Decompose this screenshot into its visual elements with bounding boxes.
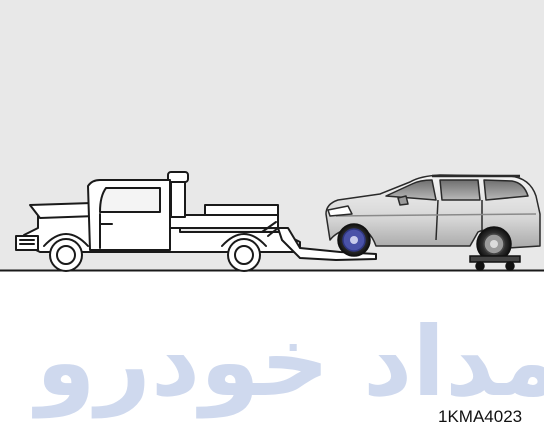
svg-text:مداد خودرو فارس: مداد خودرو فارس	[0, 306, 544, 419]
figure-code: 1KMA4023	[438, 407, 544, 427]
